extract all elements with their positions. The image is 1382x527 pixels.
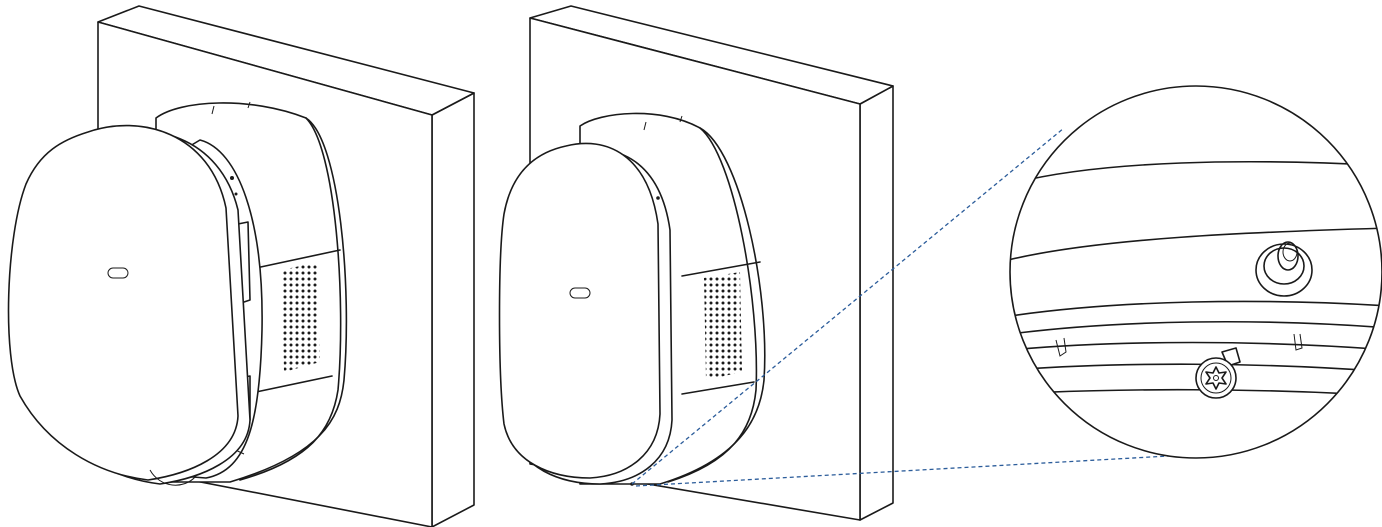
cover-panel-right: [498, 142, 673, 486]
indicator-slot-icon: [107, 267, 129, 279]
charger-cover-closed: [498, 5, 894, 521]
vent-grille-left: [282, 262, 320, 372]
screw-detail-magnifier: [1009, 85, 1382, 459]
torx-screw-icon: [1195, 347, 1241, 399]
indicator-slot-icon-right: [569, 287, 591, 299]
vent-grille-right: [704, 272, 742, 380]
charger-cover-open: [7, 5, 475, 527]
detail-leader-lines: [631, 127, 1205, 487]
grommet-icon: [1255, 241, 1313, 297]
cover-panel-left: [7, 124, 251, 486]
